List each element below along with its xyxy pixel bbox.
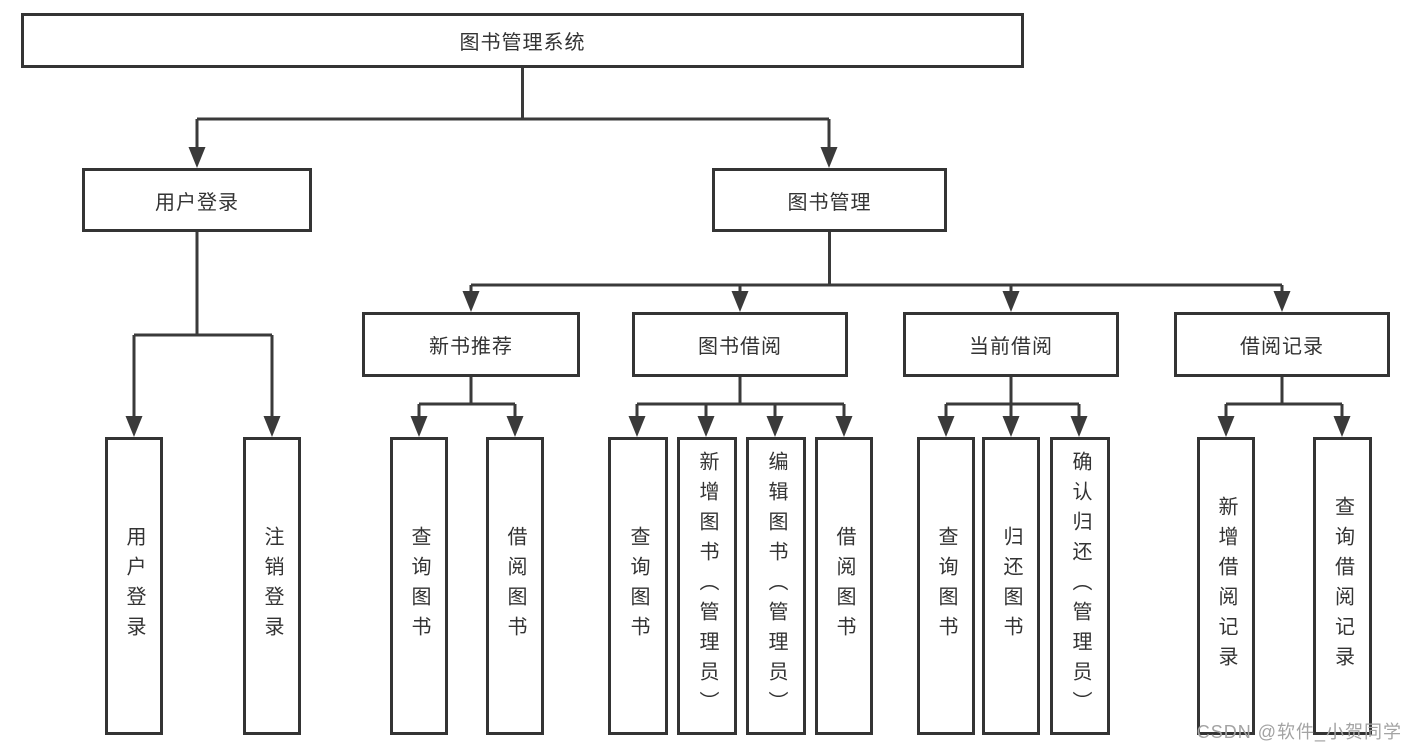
node-book-borrowing: 图书借阅 [632,312,848,377]
leaf-logout: 注销登录 [243,437,301,735]
node-user-login: 用户登录 [82,168,312,232]
node-root: 图书管理系统 [21,13,1024,68]
connector-new-books-group [410,377,524,437]
leaf-cb-query-books-label: 查询图书 [935,526,957,646]
node-book-borrowing-label: 图书借阅 [698,336,782,358]
node-current-borrowing: 当前借阅 [903,312,1119,377]
node-borrow-records-label: 借阅记录 [1240,336,1324,358]
leaf-nb-query-books: 查询图书 [390,437,448,735]
node-book-management: 图书管理 [712,168,947,232]
connector-current-borrow-group [937,377,1088,437]
node-user-login-label: 用户登录 [155,191,239,214]
leaf-logout-label: 注销登录 [261,526,283,646]
leaf-br-query-record: 查询借阅记录 [1313,437,1372,735]
leaf-nb-query-books-label: 查询图书 [408,526,430,646]
leaf-br-add-record-label: 新增借阅记录 [1215,496,1237,676]
leaf-cb-confirm-return-admin-label: 确认归还（管理员） [1069,451,1091,721]
connector-borrow-records-group [1217,377,1351,437]
node-book-management-label: 图书管理 [787,191,872,214]
leaf-bb-add-books-admin: 新增图书（管理员） [677,437,737,735]
leaf-cb-return-books: 归还图书 [982,437,1040,735]
node-new-book-recommend: 新书推荐 [362,312,580,377]
leaf-bb-query-books: 查询图书 [608,437,668,735]
leaf-cb-confirm-return-admin: 确认归还（管理员） [1050,437,1110,735]
node-new-book-recommend-label: 新书推荐 [429,336,513,358]
node-current-borrowing-label: 当前借阅 [969,336,1053,358]
connector-root-to-level1 [188,68,838,168]
connector-user-login-group [125,232,281,437]
leaf-bb-add-books-admin-label: 新增图书（管理员） [696,451,718,721]
leaf-cb-query-books: 查询图书 [917,437,975,735]
leaf-bb-borrow-books-label: 借阅图书 [833,526,855,646]
csdn-watermark: CSDN @软件_小贺同学 [1196,722,1402,742]
leaf-bb-edit-books-admin: 编辑图书（管理员） [746,437,806,735]
leaf-nb-borrow-books-label: 借阅图书 [504,526,526,646]
leaf-user-login: 用户登录 [105,437,163,735]
leaf-br-query-record-label: 查询借阅记录 [1331,496,1354,676]
leaf-bb-borrow-books: 借阅图书 [815,437,873,735]
node-root-label: 图书管理系统 [459,32,586,54]
connector-book-management-group [462,232,1291,312]
node-borrow-records: 借阅记录 [1174,312,1390,377]
leaf-user-login-label: 用户登录 [123,526,145,646]
connector-book-borrow-group [628,377,853,437]
leaf-bb-query-books-label: 查询图书 [627,526,649,646]
leaf-nb-borrow-books: 借阅图书 [486,437,544,735]
leaf-cb-return-books-label: 归还图书 [1000,526,1022,646]
leaf-bb-edit-books-admin-label: 编辑图书（管理员） [765,451,787,721]
leaf-br-add-record: 新增借阅记录 [1197,437,1255,735]
